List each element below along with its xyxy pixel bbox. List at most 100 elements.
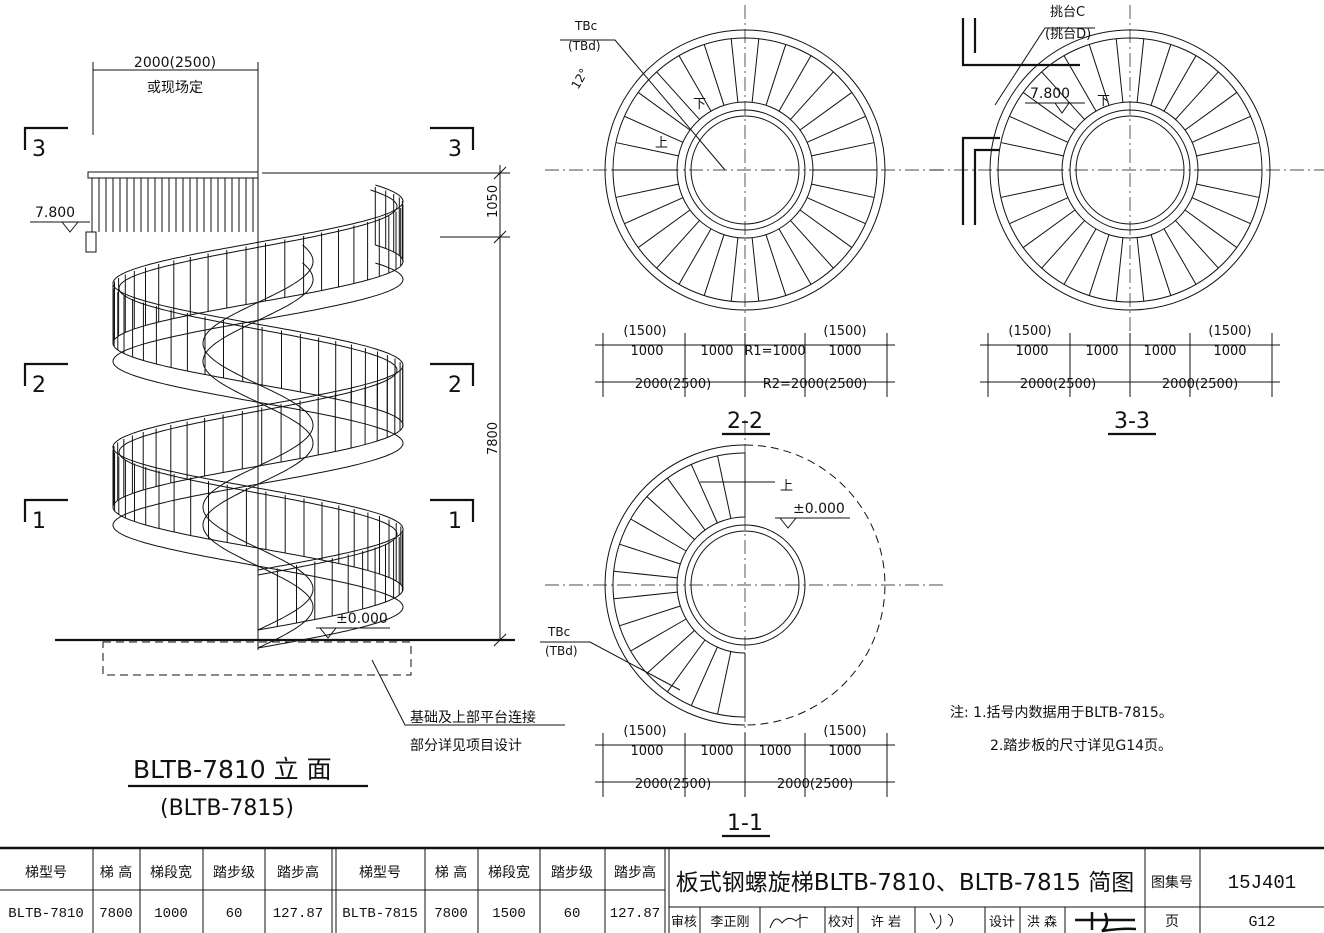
tread-line — [799, 209, 853, 248]
tread-line — [1184, 209, 1238, 248]
tread-line — [1184, 92, 1238, 131]
tread-line — [730, 237, 739, 302]
label-tbc: TBc — [574, 19, 597, 33]
atlas-number: 15J401 — [1228, 872, 1296, 894]
svg-text:梯型号: 梯型号 — [25, 865, 67, 881]
tread-line — [765, 44, 787, 106]
dimension-label: 2000(2500) — [777, 777, 853, 792]
platform-wall — [961, 18, 1080, 67]
svg-text:BLTB-7810: BLTB-7810 — [8, 906, 84, 922]
tread-line — [615, 183, 679, 198]
svg-text:127.87: 127.87 — [273, 906, 323, 922]
designer-signature — [1075, 912, 1137, 933]
top-dimension: 2000(2500) — [134, 55, 216, 71]
tread-line — [1191, 115, 1251, 143]
tread-line — [778, 228, 812, 285]
tread-line — [1041, 220, 1085, 269]
inner-slab-edge — [202, 262, 314, 649]
label-platform-alt: (挑台D) — [1045, 27, 1091, 42]
label-tbc: TBc — [547, 625, 570, 639]
label-tbd: (TBd) — [568, 39, 601, 53]
tread-line — [1000, 183, 1064, 198]
tread-line — [1088, 44, 1110, 106]
tread-line — [678, 55, 712, 112]
checker: 许 岩 — [871, 915, 901, 930]
tread-line — [799, 92, 853, 131]
tread-line — [751, 237, 760, 302]
notes: 注: 1.括号内数据用于BLTB-7815。 2.踏步板的尺寸详见G14页。 — [950, 705, 1173, 754]
tread-line — [637, 92, 691, 131]
tread-line — [624, 115, 684, 143]
svg-text:2: 2 — [32, 373, 46, 398]
atlas-label: 图集号 — [1151, 874, 1193, 891]
dimension-label: (1500) — [623, 324, 666, 339]
note-1: 注: 1.括号内数据用于BLTB-7815。 — [950, 705, 1173, 721]
center-column — [684, 524, 806, 646]
tread-line — [690, 646, 718, 706]
svg-text:梯 高: 梯 高 — [100, 864, 132, 881]
level-label: ±0.000 — [793, 501, 845, 517]
svg-text:梯型号: 梯型号 — [359, 865, 401, 881]
tread-line — [656, 220, 700, 269]
reviewer: 李正刚 — [710, 915, 749, 930]
dimension-label: 1000 — [700, 344, 733, 359]
tread-line — [690, 464, 718, 524]
center-column — [1069, 109, 1191, 231]
inner-slab-edge — [202, 244, 314, 631]
center-column — [684, 109, 806, 231]
svg-text:BLTB-7815: BLTB-7815 — [342, 906, 418, 922]
tread-line — [1175, 220, 1219, 269]
reviewer-signature — [769, 914, 809, 929]
tread-line — [667, 477, 706, 531]
review-label: 审核 — [671, 915, 697, 930]
dimension-label: (1500) — [1208, 324, 1251, 339]
tread-line — [1175, 71, 1219, 120]
svg-text:±0.000: ±0.000 — [336, 611, 388, 627]
dimension-label: 1000 — [1015, 344, 1048, 359]
check-label: 校对 — [828, 914, 854, 930]
callout-note: 基础及上部平台连接 部分详见项目设计 — [371, 659, 565, 754]
tread-line — [751, 38, 760, 103]
svg-text:1: 1 — [448, 509, 462, 534]
tread-line — [1196, 142, 1260, 157]
top-platform-railing — [85, 171, 259, 253]
svg-text:1500: 1500 — [492, 906, 526, 922]
dimension-label: 1000 — [758, 744, 791, 759]
svg-text:7.800: 7.800 — [35, 205, 75, 221]
tread-line — [806, 115, 866, 143]
checker-signature — [929, 912, 954, 930]
up-arrow-label: 上 — [655, 136, 668, 151]
tread-line — [646, 496, 695, 540]
drawing-title: 板式钢螺旋梯BLTB-7810、BLTB-7815 简图 — [676, 870, 1134, 896]
tread-line — [615, 142, 679, 157]
dimension-label: 2000(2500) — [1162, 377, 1238, 392]
dimension-label: 2000(2500) — [635, 377, 711, 392]
tread-line — [730, 38, 739, 103]
outer-edge — [604, 29, 886, 311]
tread-line — [1115, 237, 1124, 302]
tread-line — [1136, 38, 1145, 103]
dimension-label: 2000(2500) — [635, 777, 711, 792]
tread-line — [1009, 115, 1069, 143]
section-title-1-1: 1-1 — [727, 811, 763, 836]
svg-text:60: 60 — [226, 906, 243, 922]
svg-text:3: 3 — [448, 137, 462, 162]
spiral-stair-elevation — [112, 175, 404, 649]
spec-table-row: BLTB-7810 7800 1000 60 127.87 BLTB-7815 … — [8, 906, 660, 922]
tread-line — [1196, 183, 1260, 198]
foundation-outline — [102, 641, 412, 676]
tread-line — [637, 209, 691, 248]
svg-text:3: 3 — [32, 137, 46, 162]
tread-line — [1022, 92, 1076, 131]
level-marker-ground: ±0.000 — [316, 611, 390, 639]
svg-text:7800: 7800 — [99, 906, 133, 922]
tread-line — [678, 228, 712, 285]
section-mark-3: 3 3 — [23, 126, 475, 162]
section-mark-2: 2 2 — [23, 362, 475, 398]
tread-line — [619, 605, 681, 627]
outer-edge — [989, 29, 1271, 311]
